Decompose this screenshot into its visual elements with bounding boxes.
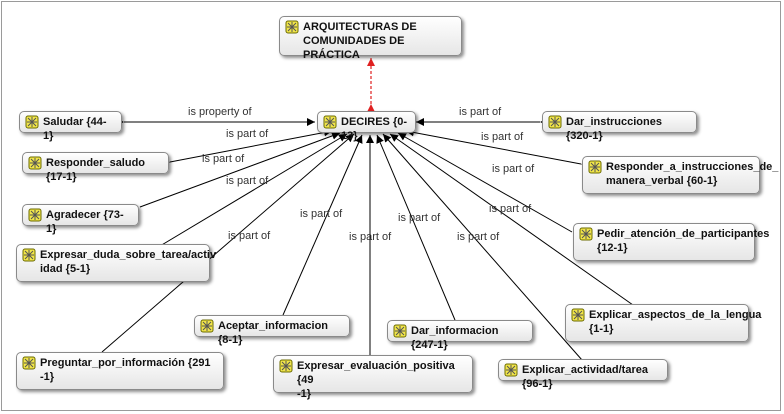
node-label: Aceptar_informacion {8-1} xyxy=(218,320,329,346)
node-label: Expresar_evaluación_positiva {49 -1} xyxy=(297,360,455,400)
node-saludar[interactable]: Saludar {44-1} xyxy=(19,111,122,142)
node-explicar-actividad[interactable]: Explicar_actividad/tarea {96-1} xyxy=(498,359,668,390)
node-label: DECIRES {0-13} xyxy=(341,116,408,142)
quotation-icon xyxy=(279,359,293,373)
quotation-icon xyxy=(25,115,39,129)
node-label: Dar_instrucciones {320-1} xyxy=(566,116,662,142)
edge-explicar-aspectos xyxy=(389,133,634,306)
quotation-icon xyxy=(28,156,42,170)
edge-label-is-part-of: is part of xyxy=(202,153,245,165)
edge-label-is-part-of: is part of xyxy=(492,163,535,175)
edge-label-is-part-of: is part of xyxy=(398,212,441,224)
node-dar-informacion[interactable]: Dar_informacion {247-1} xyxy=(387,320,533,351)
quotation-icon xyxy=(588,160,602,174)
edge-label-is-property-of: is property of xyxy=(188,106,252,118)
quotation-icon xyxy=(28,208,42,222)
node-expresar-evaluacion[interactable]: Expresar_evaluación_positiva {49 -1} xyxy=(273,355,473,400)
edge-label-is-part-of: is part of xyxy=(457,231,500,243)
node-expresar-duda[interactable]: Expresar_duda_sobre_tarea/activ idad {5-… xyxy=(16,244,216,282)
node-label: Responder_a_instrucciones_de_ manera_ver… xyxy=(606,161,779,187)
node-pedir-atencion[interactable]: Pedir_atención_de_participantes {12-1} xyxy=(573,223,769,261)
node-label: Dar_informacion {247-1} xyxy=(411,325,499,351)
edge-preguntar-informacion xyxy=(101,133,355,353)
quotation-icon xyxy=(548,115,562,129)
edge-dar-informacion xyxy=(376,134,456,321)
quotation-icon xyxy=(504,363,518,377)
edge-label-is-part-of: is part of xyxy=(226,175,269,187)
edge-label-is-part-of: is part of xyxy=(459,106,502,118)
quotation-icon xyxy=(22,356,36,370)
node-label: ARQUITECTURAS DE COMUNIDADES DE PRÁCTICA xyxy=(303,21,417,61)
node-label: Saludar {44-1} xyxy=(43,116,107,142)
edge-label-is-part-of: is part of xyxy=(228,230,271,242)
quotation-icon xyxy=(22,248,36,262)
edge-label-is-part-of: is part of xyxy=(489,203,532,215)
edge-explicar-actividad xyxy=(382,133,583,361)
node-aceptar-informacion[interactable]: Aceptar_informacion {8-1} xyxy=(194,315,350,346)
node-arquitecturas[interactable]: ARQUITECTURAS DE COMUNIDADES DE PRÁCTICA xyxy=(279,16,462,61)
node-label: Pedir_atención_de_participantes {12-1} xyxy=(597,228,770,254)
quotation-icon xyxy=(323,115,337,129)
edge-aceptar-informacion xyxy=(282,134,363,316)
edge-responder-instrucciones xyxy=(405,128,590,170)
node-responder-instrucciones[interactable]: Responder_a_instrucciones_de_ manera_ver… xyxy=(582,156,778,194)
node-explicar-aspectos[interactable]: Explicar_aspectos_de_la_lengua {1-1} xyxy=(565,304,761,342)
node-label: Explicar_actividad/tarea {96-1} xyxy=(522,364,648,390)
edge-responder-saludo xyxy=(161,128,333,168)
node-label: Responder_saludo {17-1} xyxy=(46,157,146,183)
edge-label-is-part-of: is part of xyxy=(481,131,524,143)
edge-pedir-atencion xyxy=(397,132,573,233)
node-label: Preguntar_por_información {291 -1} xyxy=(40,357,211,383)
node-preguntar-informacion[interactable]: Preguntar_por_información {291 -1} xyxy=(16,352,224,390)
node-dar-instrucciones[interactable]: Dar_instrucciones {320-1} xyxy=(542,111,697,142)
quotation-icon xyxy=(200,319,214,333)
quotation-icon xyxy=(285,20,299,34)
edge-label-is-part-of: is part of xyxy=(226,128,269,140)
edge-label-is-part-of: is part of xyxy=(300,208,343,220)
node-label: Expresar_duda_sobre_tarea/activ idad {5-… xyxy=(40,249,217,275)
node-label: Agradecer {73-1} xyxy=(46,209,124,235)
node-agradecer[interactable]: Agradecer {73-1} xyxy=(22,204,139,235)
edge-label-is-part-of: is part of xyxy=(349,231,392,243)
node-responder-saludo[interactable]: Responder_saludo {17-1} xyxy=(22,152,169,183)
quotation-icon xyxy=(579,227,593,241)
node-label: Explicar_aspectos_de_la_lengua {1-1} xyxy=(589,309,762,335)
quotation-icon xyxy=(571,308,585,322)
node-decires[interactable]: DECIRES {0-13} xyxy=(317,111,416,142)
edge-agradecer xyxy=(139,132,341,208)
quotation-icon xyxy=(393,324,407,338)
